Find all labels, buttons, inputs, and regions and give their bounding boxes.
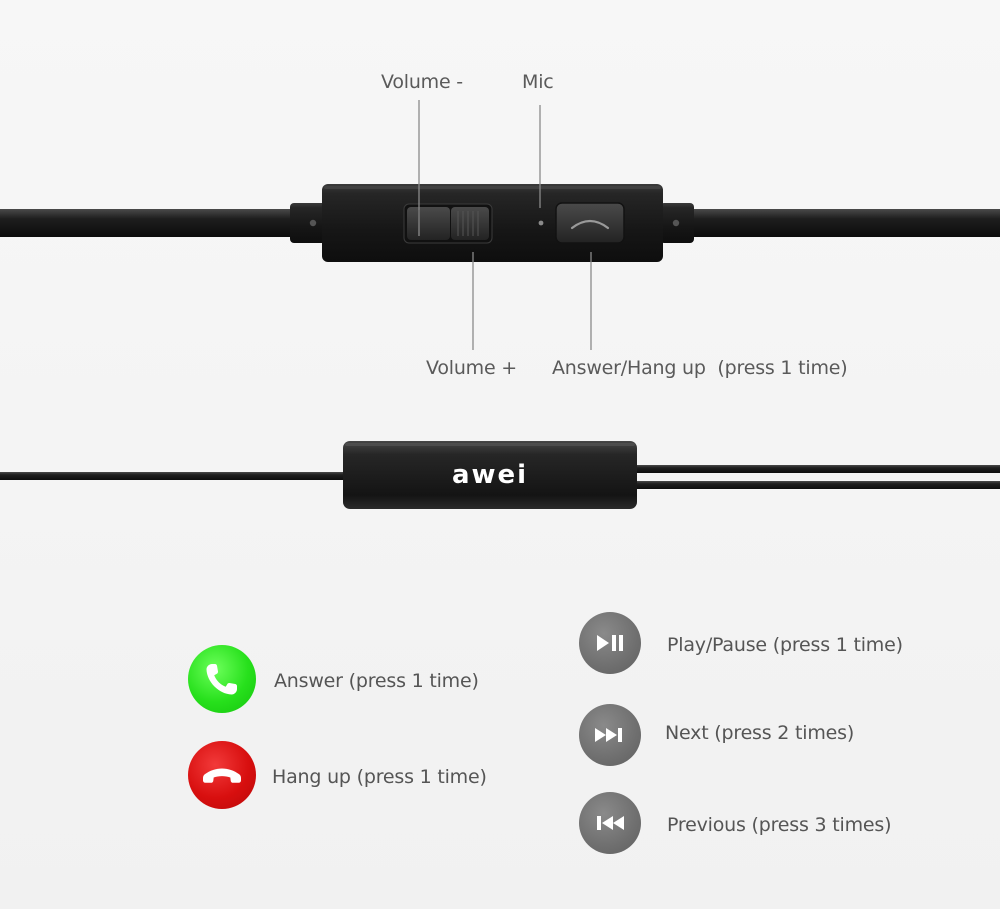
answer-legend-label: Answer (press 1 time): [274, 670, 479, 692]
brand-logo: awei: [451, 460, 529, 490]
previous-legend-label: Previous (press 3 times): [667, 814, 892, 836]
mic-label: Mic: [522, 71, 554, 93]
play-pause-icon: [579, 612, 641, 674]
answer-hangup-label: Answer/Hang up (press 1 time): [552, 357, 848, 379]
callout-lines: [418, 100, 592, 350]
answer-hangup-button: [555, 202, 625, 244]
hangup-legend-label: Hang up (press 1 time): [272, 766, 487, 788]
phone-answer-icon: [188, 645, 256, 713]
remote-pill-body: [343, 441, 637, 509]
mic-hole: [538, 220, 544, 226]
play-pause-legend-label: Play/Pause (press 1 time): [667, 634, 903, 656]
round-cable: [0, 465, 1000, 489]
next-legend-label: Next (press 2 times): [665, 722, 855, 744]
remote-control-body: [322, 184, 663, 262]
volume-minus-label: Volume -: [381, 71, 463, 93]
previous-track-icon: [579, 792, 641, 854]
phone-hangup-icon: [188, 741, 256, 809]
next-track-icon: [579, 704, 641, 766]
flat-cable: [0, 203, 1000, 243]
volume-plus-label: Volume +: [426, 357, 518, 379]
